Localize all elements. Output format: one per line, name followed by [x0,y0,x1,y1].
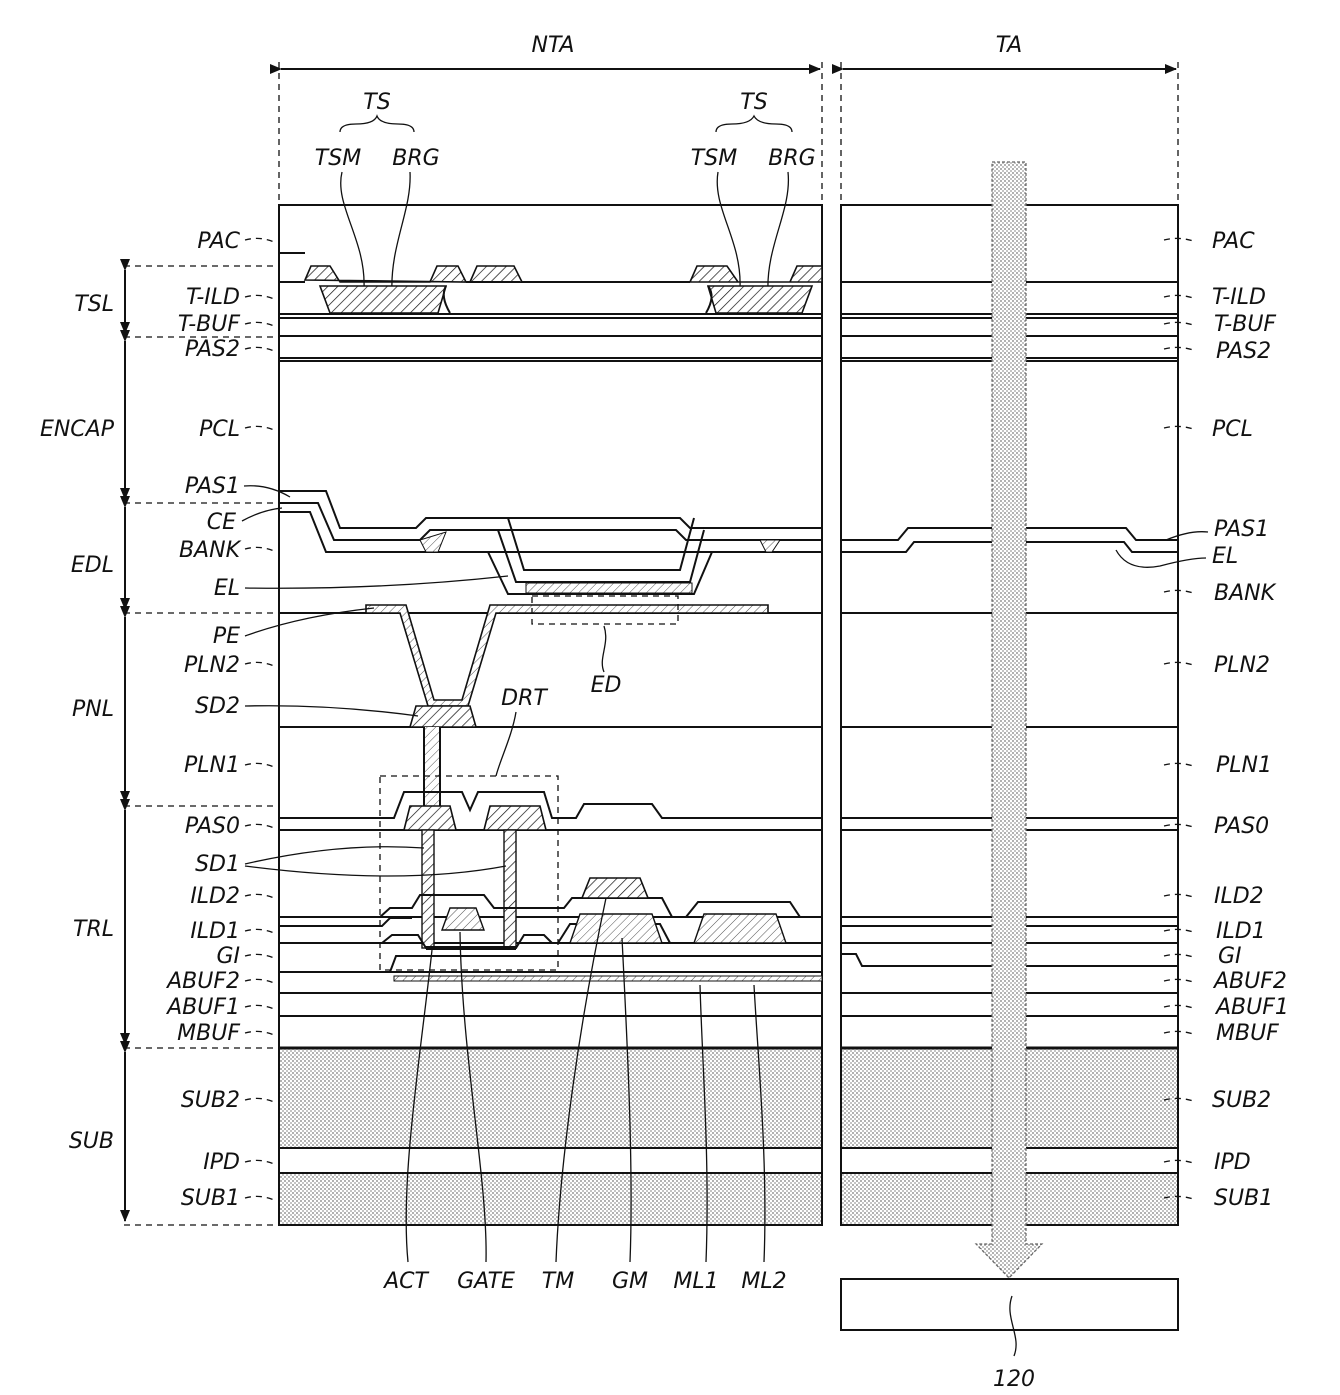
tsm-label-right: TSM [691,146,737,171]
group-brackets [124,266,279,1225]
brg-label-left: BRG [392,146,439,171]
ml-metal-mid [694,914,786,943]
left-label-pac: PAC [197,229,240,254]
tsm-label-left: TSM [315,146,361,171]
nta-stack [279,205,822,1225]
act-layer [426,946,516,950]
callout-drt: DRT [501,686,548,711]
ce-hatch-right [760,540,780,552]
group-pnl: PNL [72,697,114,722]
right-label-mbuf: MBUF [1216,1021,1279,1046]
sd2-electrode [410,706,476,727]
nta-dimension [279,62,822,205]
left-label-pas2: PAS2 [185,337,240,362]
ts-label-left: TS [363,90,390,115]
right-label-sub2: SUB2 [1212,1088,1271,1113]
left-label-t-buf: T-BUF [178,312,240,337]
brg-label-right: BRG [768,146,815,171]
gm-metal [570,914,662,943]
left-label-t-ild: T-ILD [186,285,240,310]
group-tsl: TSL [74,292,114,317]
sd1-drain [484,806,546,830]
left-label-ild1: ILD1 [190,919,240,944]
right-label-gi: GI [1218,944,1242,969]
right-label-abuf1: ABUF1 [1214,995,1289,1020]
nta-label: NTA [532,33,575,58]
left-label-pas0: PAS0 [185,814,240,839]
component-120-label: 120 [993,1367,1035,1392]
sub1-layer-left [279,1173,822,1225]
left-label-sub1: SUB1 [181,1186,240,1211]
left-label-pcl: PCL [199,417,240,442]
right-label-bank: BANK [1214,581,1277,606]
left-label-ipd: IPD [203,1150,240,1175]
group-edl: EDL [71,553,114,578]
right-label-t-ild: T-ILD [1212,285,1266,310]
el-emission-layer [526,583,692,593]
left-label-sub2: SUB2 [181,1088,240,1113]
right-label-el: EL [1212,544,1238,569]
group-encap: ENCAP [40,417,115,442]
bottom-label-ml2: ML2 [741,1269,786,1294]
left-label-pe: PE [213,624,240,649]
ts-label-right: TS [740,90,767,115]
ta-label: TA [996,33,1022,58]
tm-metal [582,878,648,898]
bottom-label-ml1: ML1 [673,1269,718,1294]
bottom-label-gate: GATE [457,1269,515,1294]
brg-bridge-left [320,286,446,313]
touch-sensor-labels-right: TS TSM BRG [691,90,816,292]
tsm-metal-right [690,266,822,282]
ml2-metal [394,976,822,981]
bottom-label-act: ACT [382,1269,429,1294]
sd1-source [404,806,456,830]
callout-ed: ED [591,673,622,698]
left-label-sd1: SD1 [195,852,240,877]
tsm-metal-left [305,266,466,282]
left-label-bank: BANK [179,538,242,563]
group-sub: SUB [69,1129,114,1154]
right-label-t-buf: T-BUF [1214,312,1276,337]
left-label-pln2: PLN2 [184,653,240,678]
right-label-pcl: PCL [1212,417,1253,442]
right-label-ild1: ILD1 [1216,919,1266,944]
sub2-layer-left [279,1048,822,1148]
touch-sensor-labels-left: TS TSM BRG [315,90,440,292]
tsm-metal-center [470,266,522,282]
right-label-ild2: ILD2 [1214,884,1264,909]
drt-region [380,776,558,970]
pe-anode [366,605,768,706]
bottom-label-gm: GM [612,1269,648,1294]
right-label-pln2: PLN2 [1214,653,1270,678]
left-label-mbuf: MBUF [177,1021,240,1046]
brg-bridge-right [708,286,812,313]
left-label-gi: GI [216,944,240,969]
left-label-abuf1: ABUF1 [165,995,240,1020]
right-label-pas0: PAS0 [1214,814,1269,839]
right-label-sub1: SUB1 [1214,1186,1273,1211]
right-label-pln1: PLN1 [1216,753,1272,778]
group-trl: TRL [73,917,114,942]
left-label-pas1: PAS1 [185,474,240,499]
gate-electrode [442,908,484,930]
left-label-el: EL [214,576,240,601]
left-label-ce: CE [207,510,236,535]
left-label-abuf2: ABUF2 [165,969,240,994]
left-label-pln1: PLN1 [184,753,240,778]
left-label-ild2: ILD2 [190,884,240,909]
right-label-pac: PAC [1212,229,1255,254]
bottom-label-tm: TM [542,1269,574,1294]
right-label-pas2: PAS2 [1216,339,1271,364]
right-label-pas1: PAS1 [1214,517,1269,542]
right-label-ipd: IPD [1214,1150,1251,1175]
sd1-via-right [504,830,516,948]
left-label-sd2: SD2 [195,694,240,719]
right-label-abuf2: ABUF2 [1212,969,1287,994]
